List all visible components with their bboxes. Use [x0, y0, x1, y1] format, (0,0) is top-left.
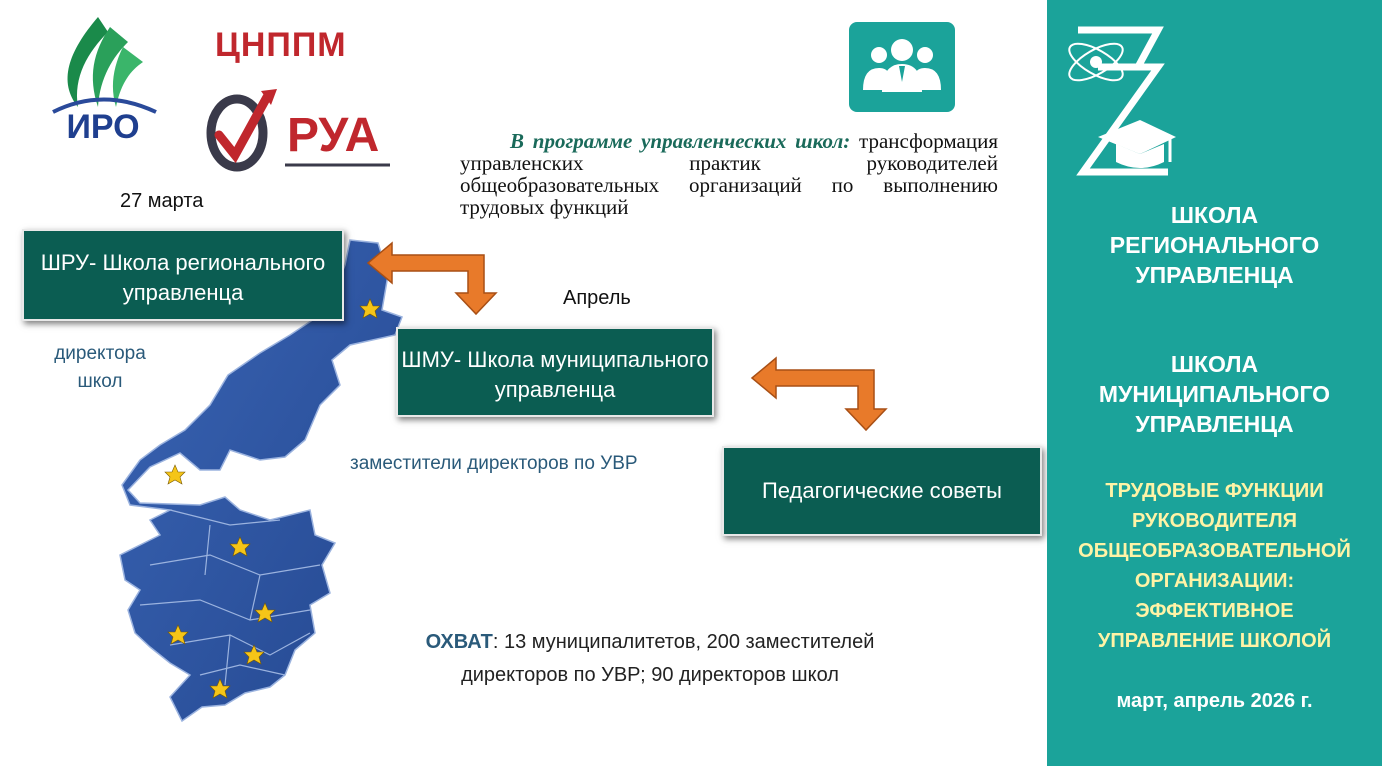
coverage-text: ОХВАТ: 13 муниципалитетов, 200 заместите… [380, 626, 920, 692]
program-body: трансформация управленских практик руков… [460, 129, 998, 219]
deputies-label: заместители директоров по УВР [350, 453, 638, 474]
iro-logo-text: ИРО [66, 108, 139, 142]
panel-dates: март, апрель 2026 г. [1116, 690, 1313, 712]
map-star-icon [243, 644, 265, 665]
panel-school-municipal: ШКОЛА МУНИЦИПАЛЬНОГО УПРАВЛЕНЦА [1098, 351, 1331, 437]
directors-label: директора школ [54, 343, 146, 392]
panel-school-regional: ШКОЛА РЕГИОНАЛЬНОГО УПРАВЛЕНЦА [1109, 202, 1320, 288]
map-star-icon [229, 536, 251, 557]
iro-logo: ИРО [52, 17, 157, 142]
map-star-icon [167, 624, 189, 645]
coverage-label: ОХВАТ [425, 631, 493, 653]
map-star-icon [209, 678, 231, 699]
arrow-shru-shmu [366, 241, 498, 316]
date-april: Апрель [563, 287, 631, 309]
school-emblem-icon [1068, 26, 1176, 176]
right-panel [1047, 0, 1382, 766]
rua-logo: РУА [206, 89, 390, 172]
map-star-icon [164, 464, 186, 485]
map-star-icon [254, 602, 276, 623]
coverage-details: : 13 муниципалитетов, 200 заместителей д… [461, 631, 875, 686]
program-description: В программе управленческих школ: трансфо… [460, 130, 998, 218]
rua-logo-text: РУА [287, 109, 379, 162]
arrow-shmu-ped [750, 356, 888, 432]
shmu-box: ШМУ- Школа муниципального управленца [396, 327, 714, 417]
pedagogical-councils-box: Педагогические советы [722, 446, 1042, 536]
group-of-people-icon [849, 22, 955, 112]
date-march: 27 марта [120, 190, 204, 212]
shru-box: ШРУ- Школа регионального управленца [22, 229, 344, 321]
panel-functions: ТРУДОВЫЕ ФУНКЦИИ РУКОВОДИТЕЛЯ ОБЩЕОБРАЗО… [1078, 480, 1351, 652]
region-map [119, 239, 403, 723]
program-lead: В программе управленческих школ: [510, 129, 851, 153]
cnppm-logo: ЦНППМ [215, 26, 347, 64]
map-star-icon [359, 298, 381, 319]
